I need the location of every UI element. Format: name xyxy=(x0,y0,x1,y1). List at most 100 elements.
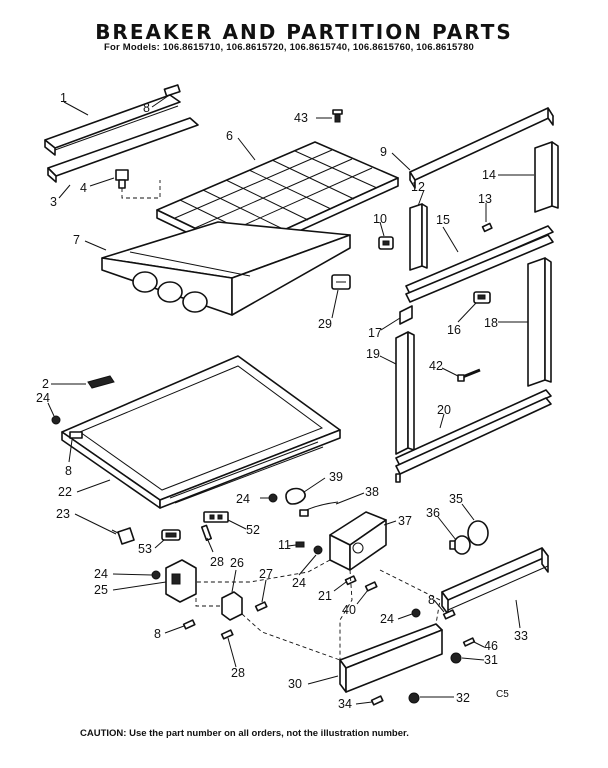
callout-1: 1 xyxy=(60,91,67,105)
part-36-bulb xyxy=(449,535,471,555)
callout-29: 29 xyxy=(318,317,332,331)
leader-lines xyxy=(47,95,534,705)
callout-27: 27 xyxy=(259,567,273,581)
part-29-latch xyxy=(331,274,351,290)
part-13-screw xyxy=(481,222,493,233)
callout-24: 24 xyxy=(236,492,250,506)
part-42-pin xyxy=(457,368,481,382)
callout-38: 38 xyxy=(365,485,379,499)
callout-32: 32 xyxy=(456,691,470,705)
part-9-strip xyxy=(409,107,554,189)
part-23-clip xyxy=(111,527,135,545)
callout-4: 4 xyxy=(80,181,87,195)
part-11-screw xyxy=(295,541,305,548)
callout-24: 24 xyxy=(292,576,306,590)
part-31-grommet xyxy=(450,652,462,664)
callout-14: 14 xyxy=(482,168,496,182)
callout-24: 24 xyxy=(380,612,394,626)
diagram-title: BREAKER AND PARTITION PARTS xyxy=(95,20,513,44)
callout-53: 53 xyxy=(138,542,152,556)
callout-31: 31 xyxy=(484,653,498,667)
part-8-screw-d xyxy=(442,609,456,620)
part-32-grommet xyxy=(408,692,420,704)
callout-6: 6 xyxy=(226,129,233,143)
callout-26: 26 xyxy=(230,556,244,570)
part-28-screw-a xyxy=(200,524,213,542)
callout-40: 40 xyxy=(342,603,356,617)
callout-16: 16 xyxy=(447,323,461,337)
callout-3: 3 xyxy=(50,195,57,209)
callout-43: 43 xyxy=(294,111,308,125)
part-53-connector xyxy=(161,529,181,541)
callout-2: 2 xyxy=(42,377,49,391)
callout-9: 9 xyxy=(380,145,387,159)
callout-24: 24 xyxy=(36,391,50,405)
callout-21: 21 xyxy=(318,589,332,603)
callout-23: 23 xyxy=(56,507,70,521)
diagram-code: C5 xyxy=(496,689,509,700)
part-19-upright xyxy=(395,331,415,455)
part-24-nut-e xyxy=(411,608,421,618)
callout-12: 12 xyxy=(411,180,425,194)
model-list: For Models: 106.8615710, 106.8615720, 10… xyxy=(104,42,474,53)
callout-42: 42 xyxy=(429,359,443,373)
part-12-cap xyxy=(409,203,428,271)
part-34-screw xyxy=(370,695,384,706)
part-25-housing xyxy=(165,559,197,603)
part-22-panel xyxy=(61,355,341,509)
callout-33: 33 xyxy=(514,629,528,643)
part-2-bracket xyxy=(87,375,115,389)
callout-19: 19 xyxy=(366,347,380,361)
part-20-strip xyxy=(395,389,552,483)
callout-13: 13 xyxy=(478,192,492,206)
part-7-pan xyxy=(101,221,351,316)
callout-17: 17 xyxy=(368,326,382,340)
part-24-nut-d xyxy=(151,570,161,580)
callout-8: 8 xyxy=(154,627,161,641)
callout-10: 10 xyxy=(373,212,387,226)
part-35-bulb xyxy=(467,520,489,546)
part-24-nut-b xyxy=(268,493,278,503)
callout-15: 15 xyxy=(436,213,450,227)
callout-39: 39 xyxy=(329,470,343,484)
callout-22: 22 xyxy=(58,485,72,499)
part-8-clip-top xyxy=(163,84,181,97)
part-18-upright xyxy=(527,257,552,387)
callout-35: 35 xyxy=(449,492,463,506)
part-1-rail xyxy=(44,94,181,156)
callout-18: 18 xyxy=(484,316,498,330)
part-17-clip xyxy=(399,305,413,325)
callout-36: 36 xyxy=(426,506,440,520)
part-27-screw xyxy=(254,601,268,612)
part-33-handle xyxy=(441,547,549,615)
part-38-wire xyxy=(299,501,339,517)
callout-34: 34 xyxy=(338,697,352,711)
part-10-bracket xyxy=(378,236,394,250)
part-39-bulb xyxy=(285,487,306,505)
callout-8: 8 xyxy=(428,593,435,607)
callout-30: 30 xyxy=(288,677,302,691)
part-24-nut-a xyxy=(51,415,61,425)
part-28-screw-b xyxy=(220,629,234,640)
part-24-nut-c xyxy=(313,545,323,555)
part-37-housing xyxy=(329,511,387,571)
callout-24: 24 xyxy=(94,567,108,581)
part-16-bracket xyxy=(473,291,491,304)
callout-52: 52 xyxy=(246,523,260,537)
callout-46: 46 xyxy=(484,639,498,653)
callout-25: 25 xyxy=(94,583,108,597)
caution-note: CAUTION: Use the part number on all orde… xyxy=(80,728,409,739)
part-3-rail xyxy=(47,117,199,183)
part-30-bar xyxy=(339,623,443,693)
part-43-screw xyxy=(332,109,343,123)
callout-20: 20 xyxy=(437,403,451,417)
part-46-screw xyxy=(462,637,476,647)
callout-8: 8 xyxy=(143,101,150,115)
part-26-switch xyxy=(221,591,243,621)
part-4-fastener xyxy=(115,169,129,189)
part-14-cap xyxy=(534,141,559,213)
part-8-screw-c xyxy=(182,619,196,630)
part-52-bracket xyxy=(203,511,229,523)
callout-11: 11 xyxy=(278,538,291,552)
